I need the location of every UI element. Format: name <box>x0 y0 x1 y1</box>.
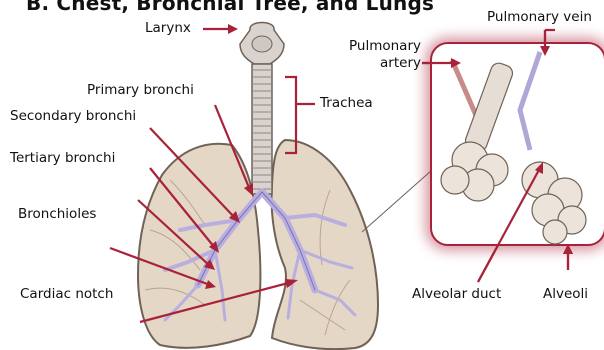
label-alveolar-duct: Alveolar duct <box>412 286 501 302</box>
label-pulmonary-vein: Pulmonary vein <box>487 9 592 25</box>
label-secondary-bronchi: Secondary bronchi <box>10 108 136 124</box>
label-pulmonary-artery-1: Pulmonary <box>345 38 421 54</box>
label-trachea: Trachea <box>320 95 373 111</box>
label-larynx: Larynx <box>145 20 191 36</box>
label-bronchioles: Bronchioles <box>18 206 96 222</box>
label-alveoli: Alveoli <box>543 286 588 302</box>
label-pulmonary-artery-2: artery <box>345 55 421 71</box>
label-primary-bronchi: Primary bronchi <box>87 82 194 98</box>
label-cardiac-notch: Cardiac notch <box>20 286 113 302</box>
label-tertiary-bronchi: Tertiary bronchi <box>10 150 115 166</box>
